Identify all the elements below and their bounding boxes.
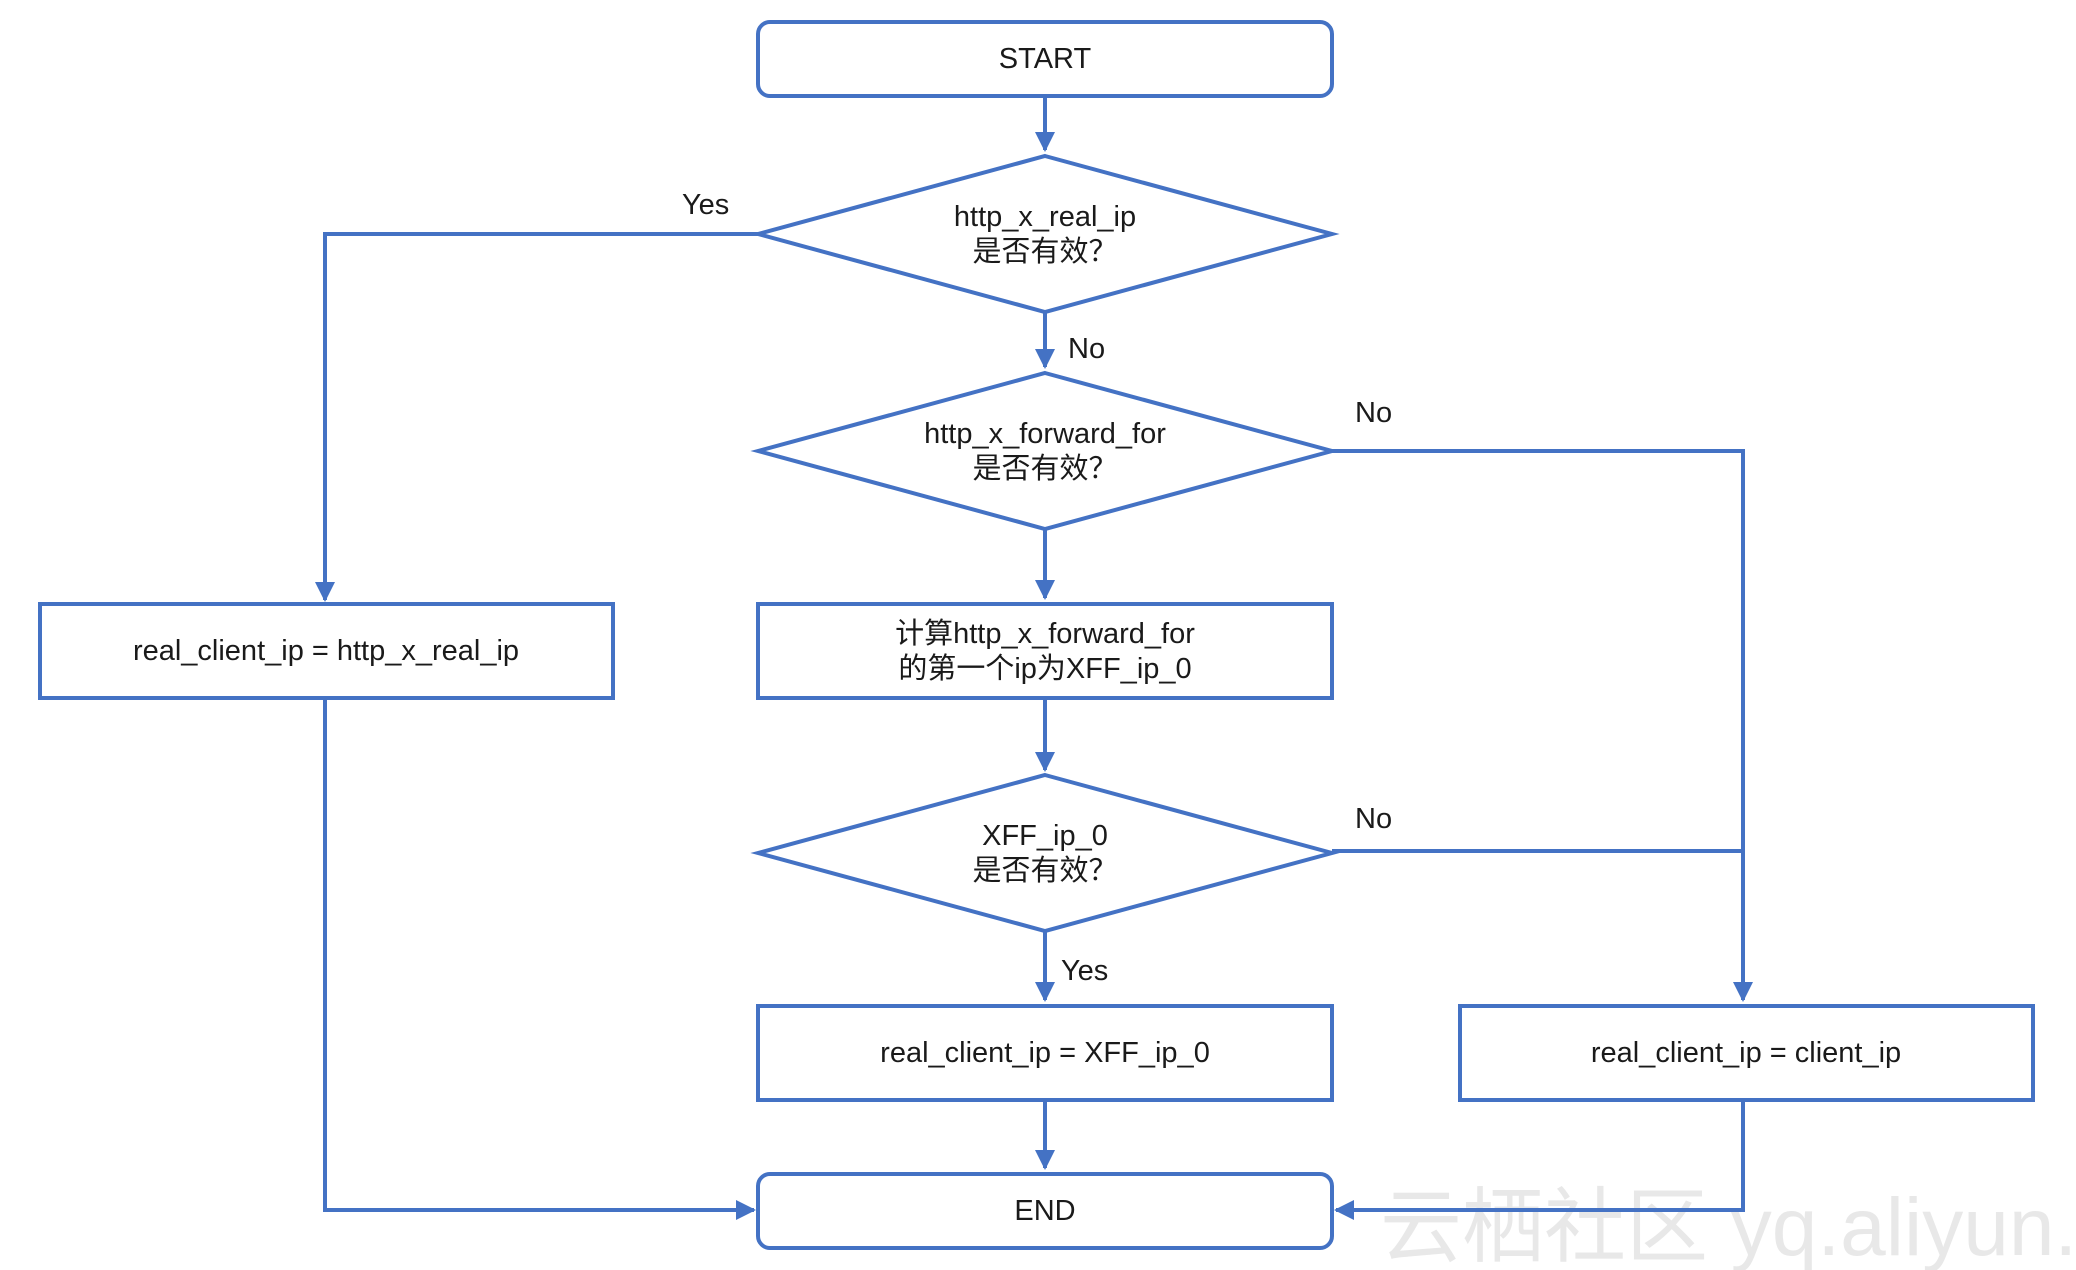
edge-client-to-end [1334, 1100, 1745, 1220]
assign-client-ip-box [1458, 1004, 2035, 1102]
compute-xff-process [756, 602, 1334, 700]
edge-label-d3-no: No [1355, 803, 1392, 835]
decision-xff-ip-line2: 是否有效？ [972, 854, 1117, 887]
assign-client-ip-label: real_client_ip = client_ip [1591, 1037, 1901, 1069]
assign-real-ip-box [38, 602, 615, 700]
assign-real-ip-label: real_client_ip = http_x_real_ip [133, 635, 519, 667]
decision-xff-ip [750, 772, 1340, 934]
start-label: START [999, 43, 1092, 75]
edges [315, 96, 1753, 1220]
decision-real-ip-line1: http_x_real_ip [954, 201, 1136, 233]
decision-xff-ip-line1: XFF_ip_0 [982, 820, 1108, 852]
decision-real-ip-line2: 是否有效？ [972, 235, 1117, 268]
compute-xff-line2: 的第一个ip为XFF_ip_0 [898, 652, 1191, 685]
compute-xff-line1: 计算http_x_forward_for [895, 617, 1195, 650]
assign-xff-label: real_client_ip = XFF_ip_0 [880, 1037, 1210, 1069]
decision-forward-for-line2: 是否有效？ [972, 452, 1117, 485]
edge-label-d1-no: No [1068, 333, 1105, 365]
watermark: 云栖社区 yq.aliyun.com [1380, 1182, 2076, 1270]
end-terminal [756, 1172, 1334, 1250]
assign-xff-box [756, 1004, 1334, 1102]
decision-forward-for [750, 370, 1340, 532]
decision-real-ip [750, 153, 1340, 315]
decision-forward-for-line1: http_x_forward_for [924, 418, 1166, 450]
edge-label-d2-no: No [1355, 397, 1392, 429]
edge-real-to-end [323, 698, 756, 1220]
edge-d1-yes [315, 232, 758, 602]
start-terminal [756, 20, 1334, 98]
edge-d2-no [1332, 449, 1753, 1002]
edge-label-d1-yes: Yes [682, 189, 729, 221]
end-label: END [1014, 1195, 1075, 1227]
edge-label-d3-yes: Yes [1061, 955, 1108, 987]
